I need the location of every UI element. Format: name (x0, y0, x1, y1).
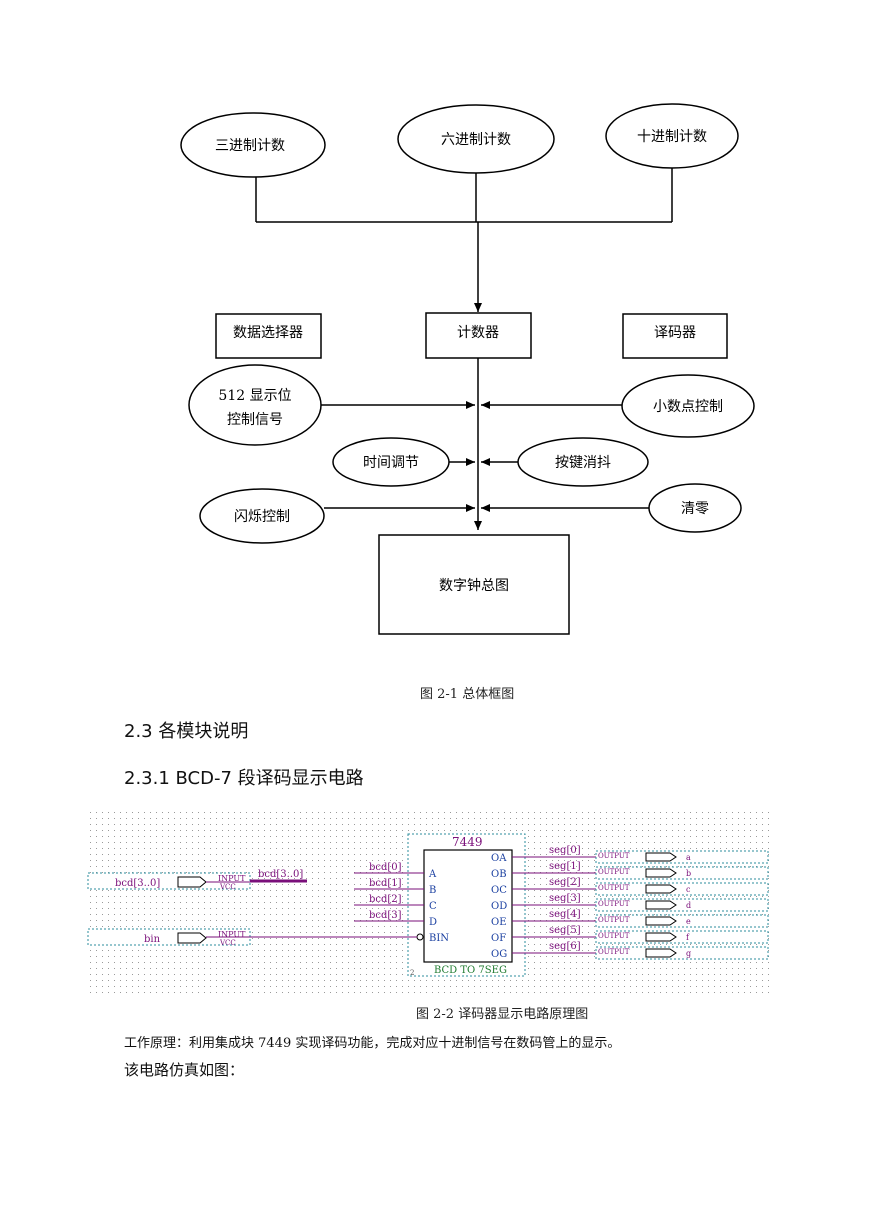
out-name-f: f (686, 933, 690, 942)
box-data-selector (215, 313, 322, 359)
seg-2: seg[2] (549, 877, 581, 888)
box-counter-label: 计数器 (457, 325, 499, 341)
output-pin-b-icon (645, 868, 677, 878)
node-hex6-counter-label: 六进制计数 (441, 132, 511, 148)
pin-b: B (429, 885, 436, 896)
bcd-bit-3: bcd[3] (369, 910, 402, 921)
output-pin-f-icon (645, 932, 677, 942)
box-decoder-label: 译码器 (654, 325, 696, 341)
box-counter (425, 312, 532, 359)
node-ternary-counter (180, 112, 326, 178)
seg-6: seg[6] (549, 941, 581, 952)
node-decimal-point-control (621, 374, 755, 438)
figure-2-1-caption: 图 2-1 总体框图 (420, 687, 515, 702)
output-pin-g-icon (645, 948, 677, 958)
chip-7449-index: 2 (410, 969, 414, 977)
section-title: 2.3 各模块说明 (124, 721, 249, 742)
input-bin-pin-icon (177, 932, 207, 944)
block-diagram: 三进制计数 六进制计数 十进制计数 数据选择器 计数器 译码器 512 显示位 … (180, 103, 755, 635)
pin-oa: OA (491, 853, 507, 864)
output-pin-a-icon (645, 852, 677, 862)
node-512-line1: 512 显示位 (218, 388, 291, 404)
bcd-bus-label: bcd[3..0] (258, 869, 303, 880)
box-digital-clock-total-label: 数字钟总图 (439, 577, 509, 594)
node-ternary-counter-label: 三进制计数 (215, 138, 285, 154)
out-tag-b: OUTPUT (598, 868, 630, 876)
out-tag-d: OUTPUT (598, 900, 630, 908)
box-decoder (622, 313, 728, 359)
pin-ob: OB (491, 869, 507, 880)
output-pin-c-icon (645, 884, 677, 894)
seg-1: seg[1] (549, 861, 581, 872)
input-bin-vcc: VCC (219, 939, 236, 947)
input-bcd-pin-icon (177, 876, 207, 888)
pin-od: OD (491, 901, 507, 912)
input-bcd-tag: INPUT (218, 874, 246, 883)
node-clear-label: 清零 (681, 501, 709, 517)
subsection-title: 2.3.1 BCD-7 段译码显示电路 (124, 768, 364, 789)
seg-4: seg[4] (549, 909, 581, 920)
pin-c: C (429, 901, 437, 912)
seg-3: seg[3] (549, 893, 581, 904)
out-name-a: a (686, 853, 691, 862)
out-name-d: d (686, 901, 691, 910)
pin-oc: OC (491, 885, 507, 896)
bcd-bit-1: bcd[1] (369, 878, 402, 889)
out-name-e: e (686, 917, 691, 926)
input-bin-label: bin (144, 934, 161, 945)
pin-of: OF (491, 933, 506, 944)
node-decimal-point-label: 小数点控制 (653, 399, 723, 415)
pin-d: D (429, 917, 437, 928)
node-512-display-signal (188, 364, 322, 446)
input-bin-tag: INPUT (218, 930, 246, 939)
out-tag-f: OUTPUT (598, 932, 630, 940)
paragraph-working-principle: 工作原理：利用集成块 7449 实现译码功能，完成对应十进制信号在数码管上的显示… (124, 1036, 621, 1051)
node-key-debounce-label: 按键消抖 (555, 455, 611, 471)
output-pin-e-icon (645, 916, 677, 926)
chip-7449-body (423, 849, 513, 963)
out-name-b: b (686, 869, 691, 878)
bcd-bit-2: bcd[2] (369, 894, 402, 905)
pin-a: A (428, 869, 437, 880)
out-name-c: c (686, 885, 691, 894)
node-flash-control (199, 488, 325, 544)
out-tag-e: OUTPUT (598, 916, 630, 924)
seg-5: seg[5] (549, 925, 581, 936)
pin-oe: OE (491, 917, 507, 928)
box-digital-clock-total (378, 534, 570, 635)
chip-7449-name: 7449 (452, 835, 483, 849)
input-bcd-vcc: VCC (219, 883, 236, 891)
out-name-g: g (686, 949, 691, 958)
out-tag-c: OUTPUT (598, 884, 630, 892)
output-pin-d-icon (645, 900, 677, 910)
input-bcd-label: bcd[3..0] (115, 878, 160, 889)
node-decimal-counter-label: 十进制计数 (637, 129, 707, 145)
node-time-adjust-label: 时间调节 (363, 455, 419, 471)
chip-7449-footer: BCD TO 7SEG (434, 965, 507, 976)
figure-2-2-caption: 图 2-2 译码器显示电路原理图 (416, 1007, 589, 1022)
node-512-line2: 控制信号 (227, 412, 283, 428)
decoder-schematic: bcd[3..0] INPUT VCC bcd[3..0] bin INPUT … (86, 808, 771, 996)
seg-0: seg[0] (549, 845, 581, 856)
out-tag-a: OUTPUT (598, 852, 630, 860)
pin-bin: BIN (429, 933, 449, 944)
pin-og: OG (491, 949, 507, 960)
box-data-selector-label: 数据选择器 (233, 325, 303, 341)
out-tag-g: OUTPUT (598, 948, 630, 956)
paragraph-simulation: 该电路仿真如图： (124, 1061, 245, 1079)
bcd-bit-0: bcd[0] (369, 862, 402, 873)
node-flash-control-label: 闪烁控制 (234, 509, 290, 525)
